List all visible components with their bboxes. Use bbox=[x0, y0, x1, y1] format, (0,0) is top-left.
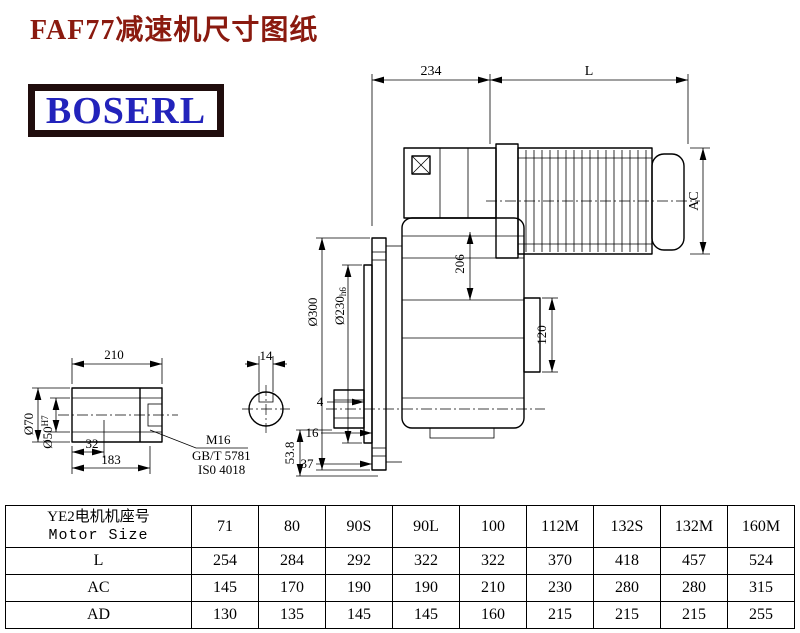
size-column-header: 112M bbox=[526, 505, 594, 548]
thread-iso-label: IS0 4018 bbox=[198, 462, 245, 477]
table-cell: 284 bbox=[258, 547, 326, 575]
table-cell: 292 bbox=[325, 547, 393, 575]
size-column-header: 132M bbox=[660, 505, 728, 548]
dia-50-tolerance: H7 bbox=[40, 415, 50, 426]
mounting-flange bbox=[333, 237, 402, 471]
dim-14-label: 14 bbox=[260, 348, 274, 363]
motor-side-view bbox=[486, 143, 700, 259]
dia-230-value: Ø230 bbox=[332, 296, 347, 325]
table-cell: 215 bbox=[660, 601, 728, 629]
motor-size-header: YE2电机机座号 Motor Size bbox=[5, 505, 192, 548]
row-label-ad: AD bbox=[5, 601, 192, 629]
table-cell: 145 bbox=[191, 574, 259, 602]
dim-ac-label: AC bbox=[687, 191, 702, 210]
row-label-l: L bbox=[5, 547, 192, 575]
table-cell: 418 bbox=[593, 547, 661, 575]
dim-16-label: 16 bbox=[306, 425, 320, 440]
top-dimension-lines: 234 L bbox=[371, 64, 689, 226]
gearbox-side-view bbox=[326, 147, 545, 439]
table-cell: 230 bbox=[526, 574, 594, 602]
table-cell: 160 bbox=[459, 601, 527, 629]
dia-50-label: Ø50H7 bbox=[40, 415, 55, 449]
table-row-l: L 254 284 292 322 322 370 418 457 524 bbox=[5, 547, 795, 575]
table-cell: 190 bbox=[325, 574, 393, 602]
dim-183-label: 183 bbox=[101, 452, 121, 467]
dim-4-label: 4 bbox=[317, 394, 324, 409]
table-cell: 370 bbox=[526, 547, 594, 575]
motor-size-header-cn: YE2电机机座号 bbox=[47, 509, 150, 526]
table-row-ad: AD 130 135 145 145 160 215 215 215 255 bbox=[5, 601, 795, 629]
dim-234-label: 234 bbox=[421, 64, 442, 79]
dim-206-label: 206 bbox=[452, 254, 467, 274]
size-column-header: 100 bbox=[459, 505, 527, 548]
table-cell: 170 bbox=[258, 574, 326, 602]
dim-53-8-label: 53.8 bbox=[282, 442, 297, 465]
table-cell: 135 bbox=[258, 601, 326, 629]
page-title: FAF77减速机尺寸图纸 bbox=[30, 15, 319, 46]
dia-230-tolerance: h6 bbox=[338, 287, 348, 297]
ac-dimension: AC bbox=[687, 147, 710, 255]
table-cell: 145 bbox=[392, 601, 460, 629]
table-cell: 210 bbox=[459, 574, 527, 602]
row-label-ac: AC bbox=[5, 574, 192, 602]
table-row-ac: AC 145 170 190 190 210 230 280 280 315 bbox=[5, 574, 795, 602]
thread-standard-label: GB/T 5781 bbox=[192, 448, 251, 463]
table-cell: 255 bbox=[727, 601, 795, 629]
flange-diameter-dimensions: Ø300 Ø230h6 bbox=[305, 237, 370, 471]
table-cell: 190 bbox=[392, 574, 460, 602]
size-column-header: 71 bbox=[191, 505, 259, 548]
table-cell: 130 bbox=[191, 601, 259, 629]
table-cell: 254 bbox=[191, 547, 259, 575]
dimension-table: YE2电机机座号 Motor Size 71 80 90S 90L 100 11… bbox=[5, 505, 795, 629]
boserl-logo: BOSERL bbox=[28, 84, 224, 137]
dia-230-label: Ø230h6 bbox=[332, 287, 348, 325]
hollow-shaft-detail: 210 Ø70 Ø50H7 32 183 M16 GB/T 5781 IS0 4… bbox=[21, 347, 251, 477]
boserl-logo-text: BOSERL bbox=[45, 89, 207, 132]
dim-210-label: 210 bbox=[104, 347, 124, 362]
table-cell: 215 bbox=[593, 601, 661, 629]
dim-l-label: L bbox=[585, 64, 594, 79]
motor-size-header-en: Motor Size bbox=[48, 526, 149, 544]
dia-50-value: Ø50 bbox=[40, 426, 55, 448]
table-cell: 315 bbox=[727, 574, 795, 602]
table-cell: 280 bbox=[660, 574, 728, 602]
size-column-header: 90S bbox=[325, 505, 393, 548]
size-column-header: 90L bbox=[392, 505, 460, 548]
table-cell: 145 bbox=[325, 601, 393, 629]
table-cell: 280 bbox=[593, 574, 661, 602]
body-dimensions: 206 120 bbox=[452, 232, 558, 373]
table-cell: 524 bbox=[727, 547, 795, 575]
table-cell: 322 bbox=[392, 547, 460, 575]
dim-37-label: 37 bbox=[301, 456, 315, 471]
dia-70-label: Ø70 bbox=[21, 413, 36, 435]
thread-callout-label: M16 bbox=[206, 432, 231, 447]
table-cell: 457 bbox=[660, 547, 728, 575]
size-column-header: 160M bbox=[727, 505, 795, 548]
table-header-row: YE2电机机座号 Motor Size 71 80 90S 90L 100 11… bbox=[5, 505, 795, 548]
shaft-section-view: 14 bbox=[242, 348, 290, 433]
dim-120-label: 120 bbox=[534, 325, 549, 345]
dim-32-label: 32 bbox=[86, 436, 99, 451]
size-column-header: 80 bbox=[258, 505, 326, 548]
dia-300-label: Ø300 bbox=[305, 298, 320, 327]
table-cell: 322 bbox=[459, 547, 527, 575]
flange-offset-dimensions: 4 16 37 53.8 bbox=[282, 394, 378, 477]
table-cell: 215 bbox=[526, 601, 594, 629]
size-column-header: 132S bbox=[593, 505, 661, 548]
